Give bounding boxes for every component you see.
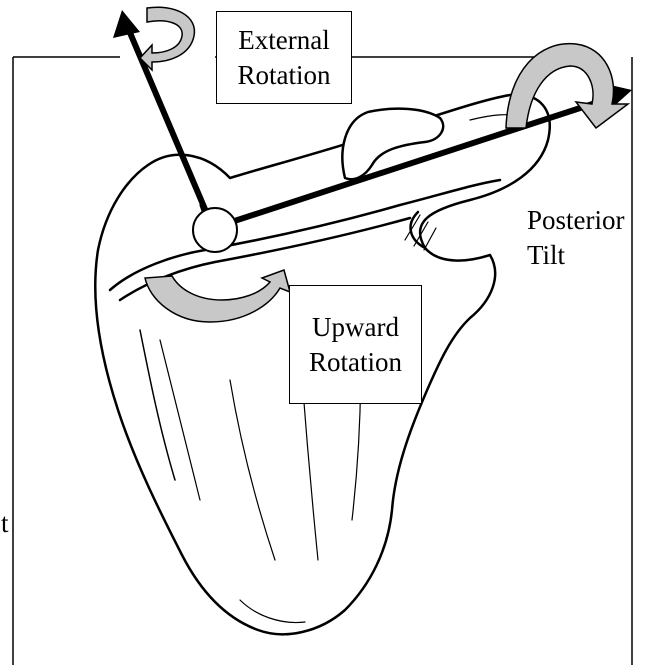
posterior-tilt-label: Posterior Tilt bbox=[527, 203, 625, 273]
clipped-left-text: t bbox=[1, 506, 9, 541]
upward-rotation-label: Upward Rotation bbox=[289, 285, 422, 404]
external-rotation-arrow bbox=[140, 7, 194, 70]
rotation-axis-circle bbox=[193, 208, 237, 252]
clipped-left-label: t bbox=[1, 506, 9, 541]
posterior-tilt-line-1: Posterior bbox=[527, 203, 625, 238]
posterior-tilt-line-2: Tilt bbox=[527, 238, 625, 273]
external-rotation-line-2: Rotation bbox=[238, 58, 331, 93]
external-rotation-line-1: External bbox=[238, 23, 329, 58]
upward-rotation-line-1: Upward bbox=[312, 310, 399, 345]
upward-rotation-line-2: Rotation bbox=[309, 345, 402, 380]
external-rotation-label: External Rotation bbox=[216, 11, 352, 104]
axis-arrowhead-up bbox=[113, 10, 140, 38]
